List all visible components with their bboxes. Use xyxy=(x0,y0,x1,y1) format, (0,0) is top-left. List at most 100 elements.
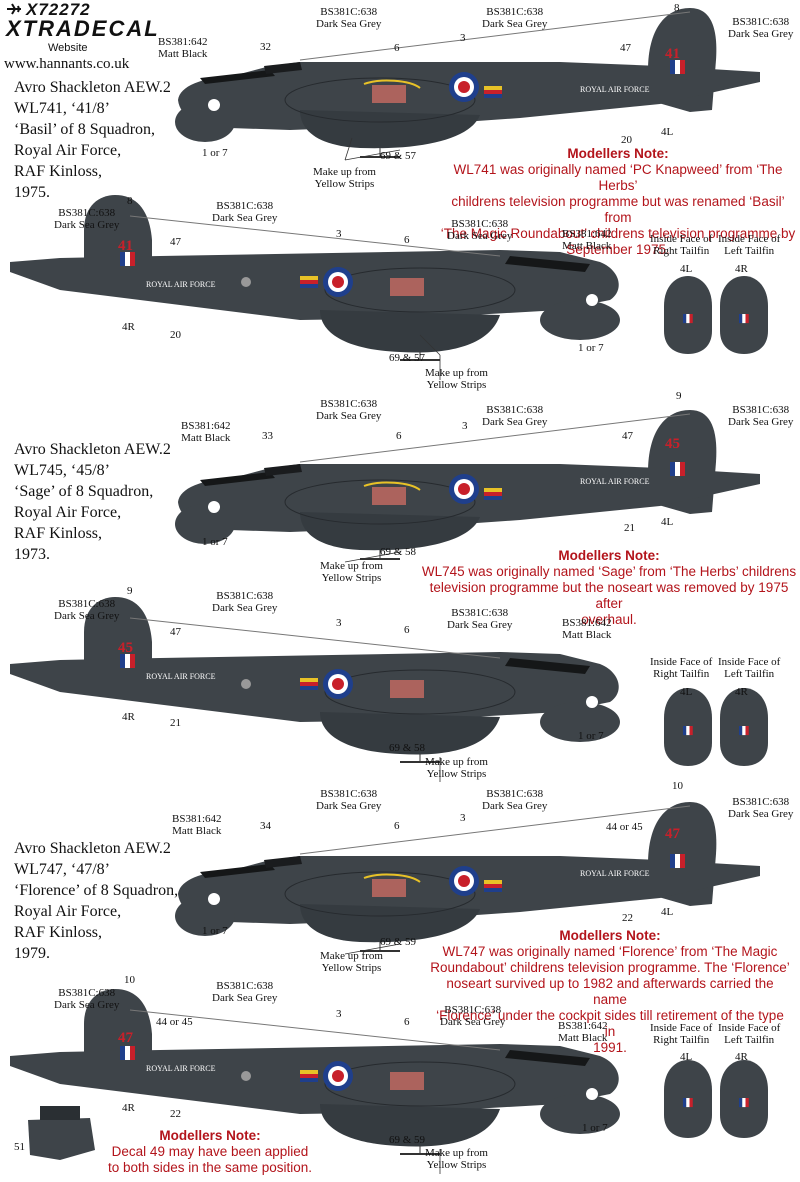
code-1-right: 41 xyxy=(118,238,133,254)
code-2-right: 45 xyxy=(118,640,133,656)
label-d3-5: 3 xyxy=(460,812,466,824)
label-d21-3: 21 xyxy=(624,522,635,534)
header: X72272 XTRADECAL Website xyxy=(4,0,158,60)
label-side-decal-6: 69 & 59 xyxy=(389,1134,426,1146)
brand-name: XTRADECAL xyxy=(6,16,160,41)
label-fin-4l-a: 4L xyxy=(680,263,693,275)
modellers-note-2: Modellers Note: WL745 was originally nam… xyxy=(421,548,797,627)
label-fin-4r-a: 4R xyxy=(735,263,748,275)
label-d6-2: 6 xyxy=(404,234,410,246)
modellers-note-4: Modellers Note: Decal 49 may have been a… xyxy=(107,1128,313,1175)
label-4r-6: 4R xyxy=(122,1102,135,1114)
raf-text: ROYAL AIR FORCE xyxy=(146,1064,216,1073)
label-d3-3: 3 xyxy=(462,420,468,432)
label-fin-4l-b: 4L xyxy=(680,686,693,698)
raf-text: ROYAL AIR FORCE xyxy=(580,85,650,94)
label-4r-4: 4R xyxy=(122,711,135,723)
label-fin-decal-2: 9 xyxy=(676,390,682,402)
label-fin-decal-3r: 10 xyxy=(124,974,135,986)
label-1or7-3: 1 or 7 xyxy=(202,536,228,548)
label-1or7-5: 1 or 7 xyxy=(202,925,228,937)
code-2-left: 45 xyxy=(665,436,680,452)
label-side-decal-2: 69 & 57 xyxy=(389,352,426,364)
label-fin-4l-c: 4L xyxy=(680,1051,693,1063)
raf-text: ROYAL AIR FORCE xyxy=(580,869,650,878)
label-d6-4: 6 xyxy=(404,624,410,636)
code-3-right: 47 xyxy=(118,1030,134,1046)
label-d3-2: 3 xyxy=(336,228,342,240)
raf-text: ROYAL AIR FORCE xyxy=(146,672,216,681)
label-fin-4r-b: 4R xyxy=(735,686,748,698)
label-d22-5: 22 xyxy=(622,912,633,924)
label-d51: 51 xyxy=(14,1141,25,1153)
label-fin-decal-2r: 9 xyxy=(127,585,133,597)
label-4l-1: 4L xyxy=(661,126,674,138)
label-nose-decal-3: 34 xyxy=(260,820,271,832)
label-4l-3: 4L xyxy=(661,516,674,528)
label-nose-decal-2: 33 xyxy=(262,430,273,442)
label-1or7-4: 1 or 7 xyxy=(578,730,604,742)
label-fuse-num-1: 47 xyxy=(620,42,631,54)
raf-text: ROYAL AIR FORCE xyxy=(146,280,216,289)
code-1-left: 41 xyxy=(665,46,680,62)
label-d3-4: 3 xyxy=(336,617,342,629)
xtradecal-aircraft-logo xyxy=(6,2,22,16)
label-fin-decal-1: 8 xyxy=(674,2,680,14)
raf-text: ROYAL AIR FORCE xyxy=(580,477,650,486)
modellers-note-3: Modellers Note: WL747 was originally nam… xyxy=(430,928,790,1055)
code-3-left: 47 xyxy=(665,826,681,842)
label-4r-2: 4R xyxy=(122,321,135,333)
product-code: X72272 xyxy=(26,0,91,19)
label-side-decal-5: 69 & 59 xyxy=(380,936,417,948)
label-fuse-num-3r: 44 or 45 xyxy=(156,1016,193,1028)
label-d6-3: 6 xyxy=(396,430,402,442)
label-d21-4: 21 xyxy=(170,717,181,729)
label-fin-decal-1r: 8 xyxy=(127,195,133,207)
label-fin-4r-c: 4R xyxy=(735,1051,748,1063)
label-fuse-num-1r: 47 xyxy=(170,236,181,248)
label-d22-6: 22 xyxy=(170,1108,181,1120)
label-4l-5: 4L xyxy=(661,906,674,918)
label-side-decal-3: 69 & 58 xyxy=(380,546,417,558)
label-d20-1: 20 xyxy=(621,134,632,146)
label-d3-1: 3 xyxy=(460,32,466,44)
label-1or7-6: 1 or 7 xyxy=(582,1122,608,1134)
website-url[interactable]: www.hannants.co.uk xyxy=(4,56,130,72)
label-d3-6: 3 xyxy=(336,1008,342,1020)
label-1or7-2: 1 or 7 xyxy=(578,342,604,354)
label-fuse-num-3: 44 or 45 xyxy=(606,821,643,833)
website-label: Website xyxy=(48,42,88,54)
